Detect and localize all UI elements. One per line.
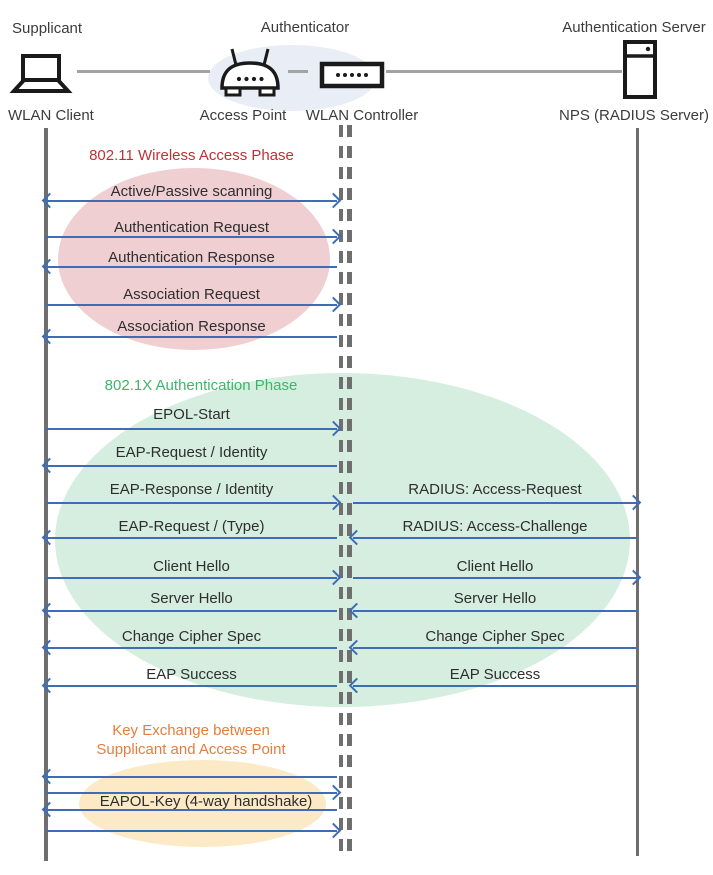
message-arrow-left xyxy=(41,602,337,619)
message-arrow-right xyxy=(46,296,342,313)
message-label: Change Cipher Spec xyxy=(425,628,565,645)
message-arrow-right xyxy=(46,420,342,437)
message-arrow-both xyxy=(41,192,342,209)
message-label: Authentication Request xyxy=(113,219,270,236)
role-label-authenticator: Authenticator xyxy=(260,19,350,36)
laptop-icon xyxy=(8,49,80,97)
message-arrow-left xyxy=(41,639,337,656)
message-label: Server Hello xyxy=(150,590,233,607)
message-label: Association Response xyxy=(117,318,266,335)
message-label: EAPOL-Key (4-way handshake) xyxy=(99,793,313,810)
message-arrow-left xyxy=(41,457,337,474)
phase1-ellipse xyxy=(58,168,330,350)
message-label: RADIUS: Access-Challenge xyxy=(402,518,588,535)
message-arrow-left xyxy=(41,328,337,345)
node-label-access-point: Access Point xyxy=(199,107,287,124)
lifeline-radius-server xyxy=(635,128,639,856)
phase3-title: Key Exchange between Supplicant and Acce… xyxy=(46,721,336,759)
message-arrow-right xyxy=(46,228,342,245)
message-arrow-left xyxy=(41,258,337,275)
role-label-authentication-server: Authentication Server xyxy=(562,19,706,36)
phase1-title: 802.11 Wireless Access Phase xyxy=(89,147,294,164)
message-label: EAP Success xyxy=(146,666,237,683)
connector-client-ap xyxy=(77,70,210,73)
message-arrow-left xyxy=(41,801,337,818)
message-label: Client Hello xyxy=(456,558,534,575)
message-arrow-right xyxy=(46,569,342,586)
message-label: Association Request xyxy=(123,286,260,303)
message-arrow-right xyxy=(46,784,342,801)
phase2-title: 802.1X Authentication Phase xyxy=(104,377,298,394)
message-label: EPOL-Start xyxy=(153,406,230,423)
message-arrow-left xyxy=(41,677,337,694)
message-arrow-left xyxy=(348,602,637,619)
connector-controller-server xyxy=(386,70,622,73)
node-label-wlan-client: WLAN Client xyxy=(8,107,94,124)
role-label-supplicant: Supplicant xyxy=(12,20,83,37)
message-arrow-right xyxy=(353,494,642,511)
message-label: Client Hello xyxy=(153,558,230,575)
server-icon xyxy=(621,39,659,101)
message-label: EAP-Request / (Type) xyxy=(118,518,265,535)
phase3-title-line1: Key Exchange between xyxy=(112,722,270,739)
message-label: Active/Passive scanning xyxy=(110,183,273,200)
lifeline-wlan-client xyxy=(43,128,48,861)
message-label: Change Cipher Spec xyxy=(121,628,262,645)
message-arrow-left xyxy=(348,639,637,656)
connector-ap-controller xyxy=(288,70,308,73)
message-label: EAP-Request / Identity xyxy=(115,444,268,461)
message-arrow-left xyxy=(348,529,637,546)
message-label: EAP Success xyxy=(449,666,541,683)
phase3-ellipse xyxy=(79,760,326,847)
message-arrow-left xyxy=(41,768,337,785)
message-arrow-right xyxy=(353,569,642,586)
message-arrow-left xyxy=(348,677,637,694)
node-label-wlan-controller: WLAN Controller xyxy=(305,107,419,124)
message-arrow-right xyxy=(46,822,342,839)
message-arrow-left xyxy=(41,529,337,546)
message-label: Server Hello xyxy=(453,590,537,607)
message-label: Authentication Response xyxy=(108,249,275,266)
controller-icon xyxy=(319,61,385,91)
message-label: EAP-Response / Identity xyxy=(109,481,274,498)
node-label-nps-radius-server: NPS (RADIUS Server) xyxy=(558,107,710,124)
lifeline-authenticator-dashed-left xyxy=(338,125,343,855)
message-label: RADIUS: Access-Request xyxy=(408,481,582,498)
lifeline-authenticator-dashed-right xyxy=(347,125,352,855)
wireless-router-icon xyxy=(217,44,283,98)
message-arrow-right xyxy=(46,494,342,511)
phase3-title-line2: Supplicant and Access Point xyxy=(96,741,286,758)
